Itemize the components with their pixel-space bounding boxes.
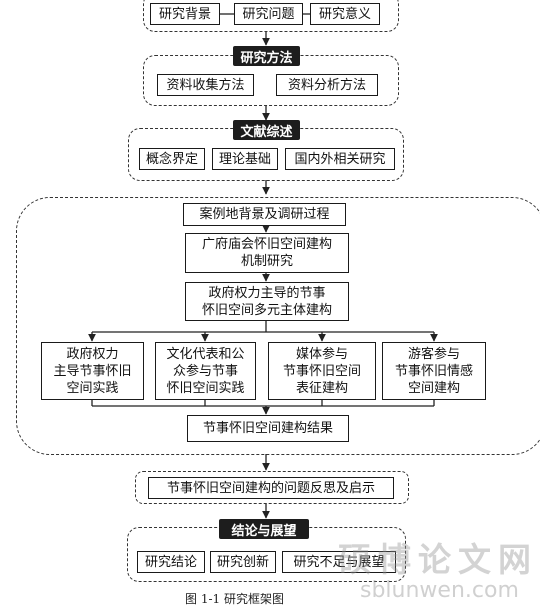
background-group <box>143 0 399 32</box>
data-collection-box: 资料收集方法 <box>157 74 254 96</box>
result-box: 节事怀旧空间建构结果 <box>187 415 349 442</box>
data-analysis-box: 资料分析方法 <box>276 74 378 96</box>
research-background-box: 研究背景 <box>150 3 220 25</box>
concept-definition-box: 概念界定 <box>139 148 205 170</box>
main-research-group <box>16 197 540 455</box>
case-background-box: 案例地背景及调研过程 <box>183 203 346 226</box>
subject-public-box: 文化代表和公 众参与节事 怀旧空间实践 <box>155 342 256 400</box>
theory-basis-box: 理论基础 <box>212 148 278 170</box>
conclusion-header: 结论与展望 <box>219 519 309 539</box>
innovation-box: 研究创新 <box>210 551 276 573</box>
reflection-group <box>135 471 409 504</box>
subject-media-box: 媒体参与 节事怀旧空间 表征建构 <box>268 342 376 400</box>
methods-header: 研究方法 <box>233 46 300 66</box>
subject-tourist-box: 游客参与 节事怀旧情感 空间建构 <box>382 342 486 400</box>
subject-government-box: 政府权力 主导节事怀旧 空间实践 <box>41 342 144 400</box>
conclusion-result-box: 研究结论 <box>137 551 205 573</box>
reflection-box: 节事怀旧空间建构的问题反思及启示 <box>148 477 394 499</box>
watermark-text: 硕博论文网 <box>338 540 538 579</box>
research-question-box: 研究问题 <box>234 3 303 25</box>
power-dominated-box: 政府权力主导的节事 怀旧空间多元主体建构 <box>185 282 349 321</box>
related-research-box: 国内外相关研究 <box>285 148 395 170</box>
research-significance-box: 研究意义 <box>310 3 380 25</box>
limitations-box: 研究不足与展望 <box>282 551 396 573</box>
mechanism-box: 广府庙会怀旧空间建构 机制研究 <box>185 233 349 273</box>
literature-header: 文献综述 <box>233 120 300 140</box>
watermark-url: sblunwen.com <box>360 578 519 603</box>
figure-caption: 图 1-1 研究框架图 <box>185 592 284 606</box>
